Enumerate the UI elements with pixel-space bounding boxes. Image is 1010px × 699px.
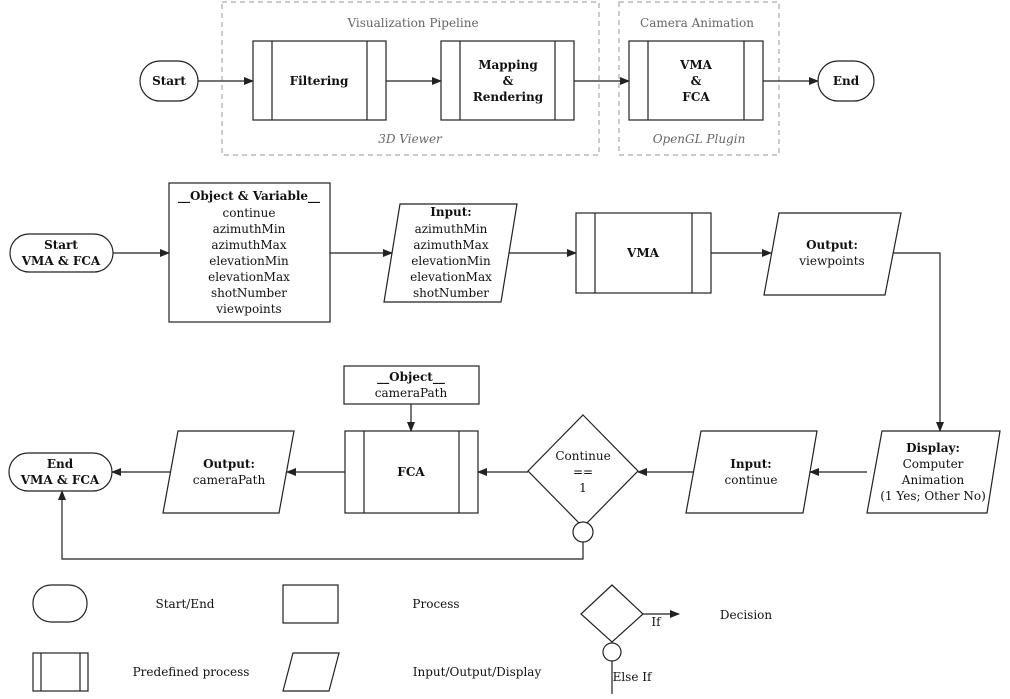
mapping-label-2: &	[503, 74, 514, 88]
vma-fca-label-1: VMA	[679, 58, 713, 72]
legend-predefined: Predefined process	[32, 652, 250, 692]
object2-value: cameraPath	[375, 386, 448, 400]
input1-item: azimuthMin	[415, 222, 488, 236]
flow-end-label-2: VMA & FCA	[20, 473, 100, 487]
mapping-label-1: Mapping	[478, 58, 538, 72]
output2-value: cameraPath	[193, 473, 266, 487]
filtering-label: Filtering	[290, 74, 349, 88]
object-variable-title: __Object & Variable__	[178, 189, 320, 204]
legend-decision: If Else If Decision	[580, 584, 773, 694]
legend-decision-label: Decision	[720, 608, 773, 622]
flow-start-label-2: VMA & FCA	[21, 254, 101, 268]
object-variable-item: azimuthMax	[211, 238, 286, 252]
legend-start-end-label: Start/End	[156, 597, 215, 611]
top-start-label: Start	[152, 74, 186, 88]
object2-title: __Object__	[377, 370, 445, 385]
object-variable-item: continue	[223, 206, 276, 220]
decision-line: 1	[579, 481, 587, 495]
flow-arrows	[58, 249, 944, 560]
vma-fca-label-2: &	[691, 74, 702, 88]
legend-process: Process	[282, 584, 460, 624]
legend: Start/End Process If Else If Decision Pr…	[32, 584, 773, 694]
vma-fca-label-3: FCA	[682, 90, 710, 104]
legend-start-end: Start/End	[32, 584, 215, 623]
input-parameters-parallelogram: Input: azimuthMin azimuthMax elevationMi…	[383, 203, 518, 303]
display-line: Computer	[903, 457, 964, 471]
visualization-pipeline-label: Visualization Pipeline	[346, 16, 478, 30]
top-start-terminal: Start	[139, 60, 199, 102]
top-end-terminal: End	[817, 60, 875, 102]
input1-item: azimuthMax	[413, 238, 488, 252]
legend-else-if-label: Else If	[613, 670, 653, 684]
top-end-label: End	[833, 74, 860, 88]
output-camerapath-parallelogram: Output: cameraPath	[162, 430, 295, 514]
input2-title: Input:	[730, 457, 771, 471]
fca-label: FCA	[397, 465, 425, 479]
opengl-plugin-label: OpenGL Plugin	[653, 132, 746, 146]
flow-start-terminal: Start VMA & FCA	[9, 233, 114, 273]
object-variable-item: shotNumber	[211, 286, 287, 300]
output1-title: Output:	[806, 238, 858, 252]
flow-end-label-1: End	[47, 457, 74, 471]
top-vma-fca-predefined-process: VMA & FCA	[628, 40, 764, 121]
camera-animation-label: Camera Animation	[640, 16, 754, 30]
legend-io-label: Input/Output/Display	[413, 665, 542, 679]
input1-item: elevationMax	[410, 270, 492, 284]
object-variable-item: elevationMin	[209, 254, 289, 268]
vma-label: VMA	[626, 246, 660, 260]
output-viewpoints-parallelogram: Output: viewpoints	[763, 212, 902, 296]
object-variable-item: viewpoints	[215, 302, 281, 316]
display-line: (1 Yes; Other No)	[880, 489, 986, 503]
object-variable-item: elevationMax	[208, 270, 290, 284]
fca-predefined-process: FCA	[344, 430, 479, 514]
legend-io: Input/Output/Display	[282, 652, 542, 692]
input1-item: shotNumber	[413, 286, 489, 300]
visualization-pipeline-group: Visualization Pipeline 3D Viewer	[221, 1, 600, 156]
input-continue-parallelogram: Input: continue	[685, 430, 818, 514]
input1-item: elevationMin	[411, 254, 491, 268]
camera-animation-group: Camera Animation OpenGL Plugin	[618, 1, 780, 156]
visualization-pipeline-border	[221, 1, 600, 156]
decision-line: Continue	[555, 449, 610, 463]
camera-animation-border	[618, 1, 780, 156]
object-camerapath-process: __Object__ cameraPath	[343, 365, 480, 405]
legend-if-label: If	[651, 615, 662, 629]
legend-process-label: Process	[412, 597, 459, 611]
mapping-label-3: Rendering	[473, 90, 544, 104]
input1-title: Input:	[430, 205, 471, 219]
3d-viewer-label: 3D Viewer	[378, 132, 443, 146]
else-connector-circle	[572, 521, 594, 543]
vma-predefined-process: VMA	[575, 212, 712, 294]
output2-title: Output:	[203, 457, 255, 471]
filtering-predefined-process: Filtering	[252, 40, 387, 121]
display-line: Animation	[901, 473, 965, 487]
mapping-rendering-predefined-process: Mapping & Rendering	[440, 40, 575, 121]
display-title: Display:	[906, 441, 960, 455]
continue-decision-diamond: Continue == 1	[527, 414, 639, 543]
display-animation-parallelogram: Display: Computer Animation (1 Yes; Othe…	[866, 430, 1001, 514]
object-variable-item: azimuthMin	[213, 222, 286, 236]
flow-end-terminal: End VMA & FCA	[8, 452, 113, 492]
flow-start-label-1: Start	[44, 238, 78, 252]
input2-value: continue	[725, 473, 778, 487]
object-variable-process: __Object & Variable__ continue azimuthMi…	[168, 182, 331, 323]
decision-line: ==	[573, 465, 593, 479]
output1-value: viewpoints	[798, 254, 864, 268]
legend-predefined-label: Predefined process	[133, 665, 250, 679]
